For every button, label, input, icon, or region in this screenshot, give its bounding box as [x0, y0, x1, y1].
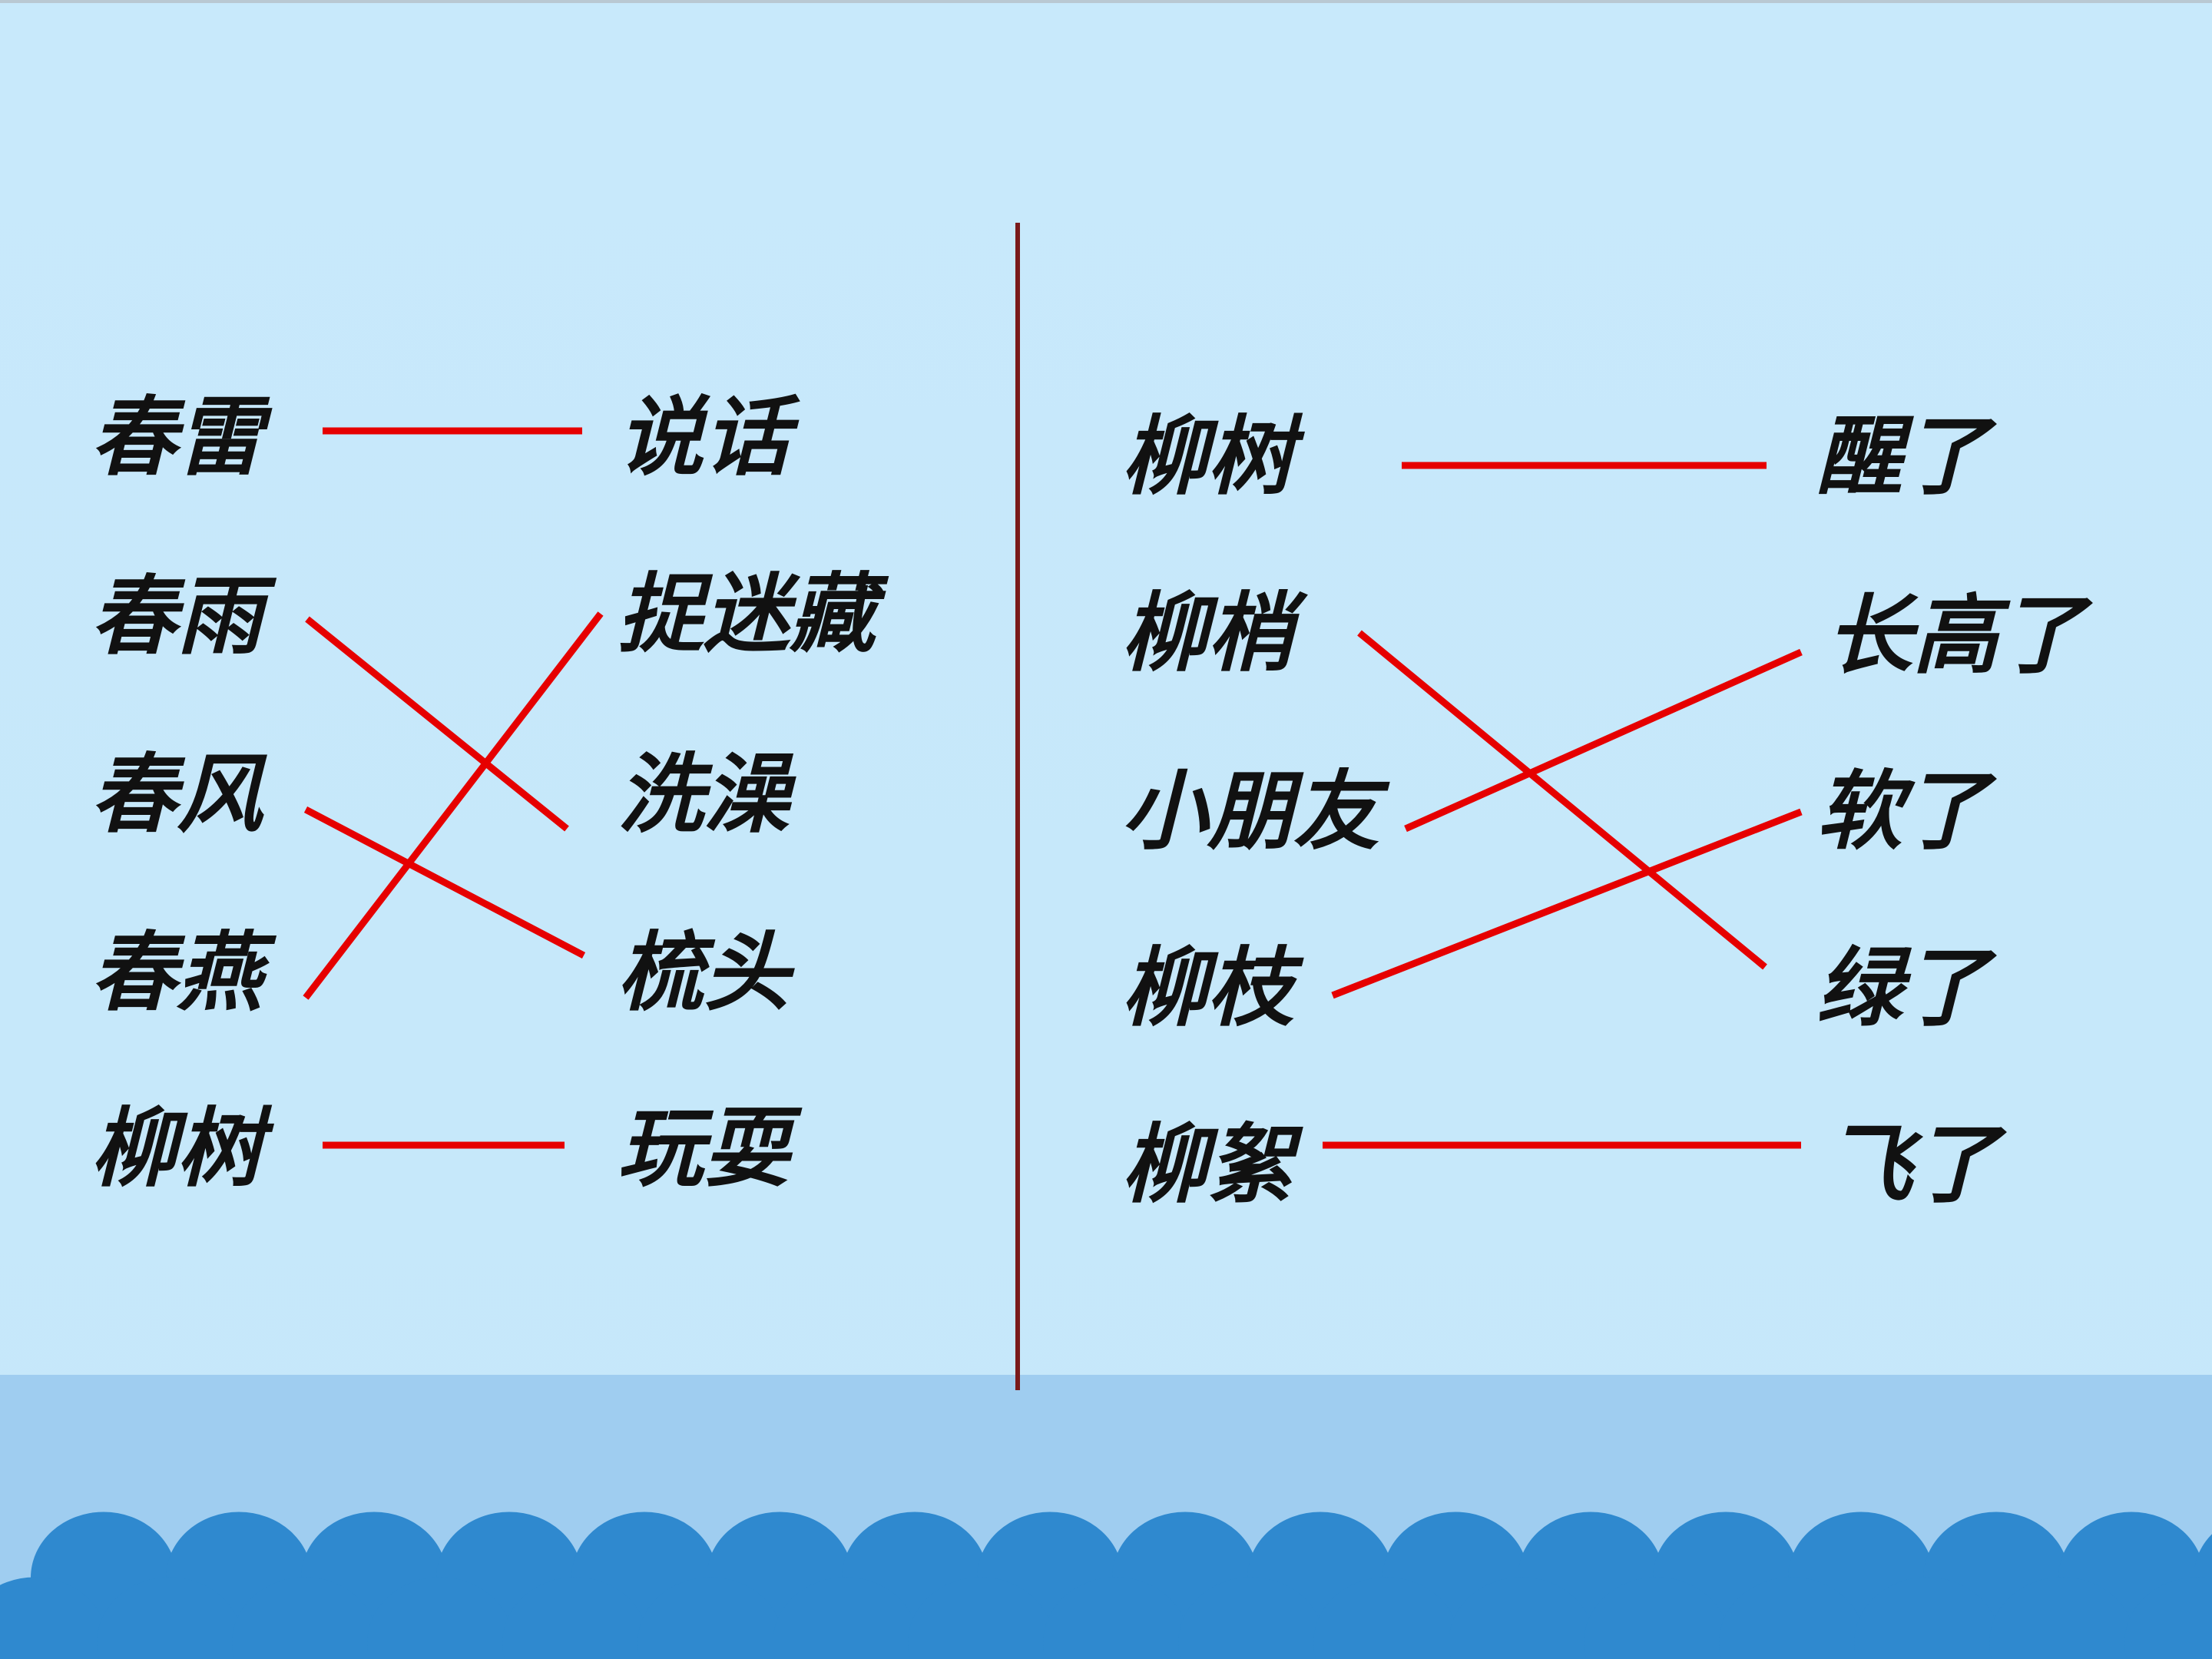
left-action-4: 玩耍: [618, 1098, 790, 1199]
right-state-2: 软了: [1816, 761, 1988, 862]
match-line-chunyu-xizao: [305, 616, 569, 832]
right-state-0: 醒了: [1816, 406, 1988, 507]
wave-scallop: [0, 1577, 108, 1659]
matching-lines-layer: [303, 223, 1803, 1390]
right-state-1: 长高了: [1826, 585, 2085, 686]
left-subject-2: 春风: [91, 744, 263, 845]
wave-scallop: [367, 1577, 513, 1659]
right-subject-2: 小朋友: [1121, 761, 1379, 862]
wave-scallop: [1313, 1577, 1459, 1659]
wave-scallop: [1989, 1577, 2135, 1659]
wave-scallop: [1449, 1577, 1594, 1659]
wave-scallop: [1584, 1577, 1730, 1659]
left-subject-4: 柳树: [91, 1098, 263, 1199]
wave-scallop: [908, 1577, 1054, 1659]
wave-scallop: [1043, 1577, 1189, 1659]
match-line-chunyan-zhuomicang: [303, 611, 604, 1000]
left-action-0: 说话: [618, 387, 790, 488]
left-subject-0: 春雷: [91, 387, 263, 488]
right-state-3: 绿了: [1816, 938, 1988, 1038]
wave-scallop: [97, 1577, 243, 1659]
wave-scallop: [773, 1577, 919, 1659]
wave-scallop: [637, 1577, 783, 1659]
left-action-3: 梳头: [618, 922, 790, 1023]
left-action-2: 洗澡: [618, 744, 790, 845]
wave-scallop: [502, 1577, 648, 1659]
wave-decoration: [0, 1512, 2212, 1659]
wave-scallop: [1719, 1577, 1865, 1659]
right-subject-3: 柳枝: [1121, 938, 1293, 1038]
wave-scallop: [232, 1577, 378, 1659]
match-line-liushao-lvle: [1357, 630, 1767, 970]
wave-scallop: [2124, 1577, 2212, 1659]
wave-scallop: [1178, 1577, 1324, 1659]
left-action-1: 捉迷藏: [618, 564, 876, 664]
left-subject-1: 春雨: [91, 566, 263, 667]
match-line-xiaopengyou-zhanggaole: [1404, 648, 1803, 833]
match-line-liuzhi-ruanle: [1331, 808, 1803, 999]
right-subject-1: 柳梢: [1121, 583, 1293, 684]
wave-scallop: [1854, 1577, 2000, 1659]
right-state-4: 飞了: [1826, 1114, 1998, 1215]
right-subject-0: 柳树: [1121, 406, 1293, 507]
match-line-chunfeng-shutou: [303, 806, 586, 959]
left-subject-3: 春燕: [91, 922, 263, 1023]
right-subject-4: 柳絮: [1121, 1114, 1293, 1215]
